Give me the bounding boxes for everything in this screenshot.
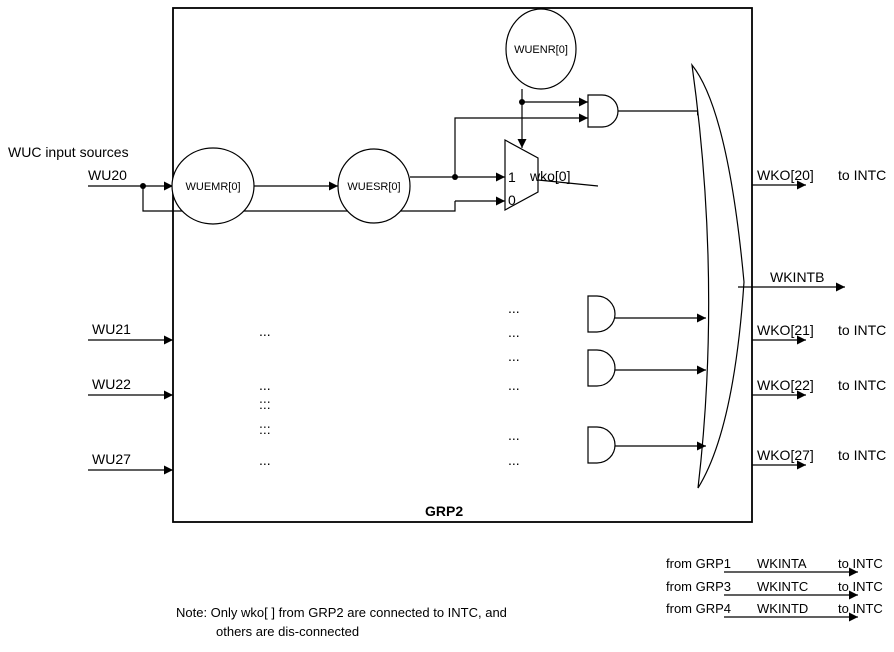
wkintd-label: WKINTD: [757, 601, 808, 616]
grp3-to-intc-label: to INTC: [838, 579, 883, 594]
wu21-label: WU21: [92, 321, 131, 337]
grp1-to-intc-label: to INTC: [838, 556, 883, 571]
grp2-label: GRP2: [425, 503, 463, 519]
wuesr-register: [337, 148, 411, 224]
wko21-label: WKO[21]: [757, 322, 814, 338]
mux-input-0-label: 0: [508, 192, 516, 208]
wko20-to-intc-label: to INTC: [838, 167, 886, 183]
ellipsis-wu22-left: ...: [259, 377, 271, 393]
wuesr-label: WUESR[0]: [347, 181, 400, 193]
wu22-label: WU22: [92, 376, 131, 392]
note-line-2: others are dis-connected: [216, 624, 359, 639]
wkinta-label: WKINTA: [757, 556, 807, 571]
ellipsis-right-3: ...: [508, 348, 520, 364]
wko20-label: WKO[20]: [757, 167, 814, 183]
and-gate-wko20: [587, 94, 619, 128]
vdots-left-1: :::: [259, 396, 271, 412]
wkintb-label: WKINTB: [770, 269, 824, 285]
wko27-label: WKO[27]: [757, 447, 814, 463]
wko22-label: WKO[22]: [757, 377, 814, 393]
wu20-bypass-wire: [142, 186, 456, 212]
ellipsis-right-2: ...: [508, 324, 520, 340]
grp4-to-intc-label: to INTC: [838, 601, 883, 616]
wko27-to-intc-label: to INTC: [838, 447, 886, 463]
mux-output-wire: [537, 179, 599, 187]
wuenr-register: [505, 8, 577, 90]
vdots-left-2: :::: [259, 421, 271, 437]
ellipsis-right-5: ...: [508, 427, 520, 443]
mux-output-label: wko[0]: [529, 168, 570, 184]
ellipsis-right-6: ...: [508, 452, 520, 468]
grp2-block: [172, 7, 753, 523]
note-line-1: Note: Only wko[ ] from GRP2 are connecte…: [176, 605, 507, 620]
from-grp1-label: from GRP1: [666, 556, 731, 571]
wuesr-to-and-wire: [454, 113, 588, 177]
ellipsis-wu21-left: ...: [259, 323, 271, 339]
and-gate-wko27: [587, 426, 616, 464]
or-gate: [691, 62, 745, 489]
wu20-label: WU20: [88, 167, 127, 183]
ellipsis-wu27-left: ...: [259, 452, 271, 468]
wuc-input-sources-label: WUC input sources: [8, 144, 129, 160]
wu27-label: WU27: [92, 451, 131, 467]
wko22-to-intc-label: to INTC: [838, 377, 886, 393]
and-gate-wko21: [587, 295, 616, 333]
ellipsis-right-1: ...: [508, 300, 520, 316]
mux-input-1-label: 1: [508, 169, 516, 185]
from-grp3-label: from GRP3: [666, 579, 731, 594]
wuemr-label: WUEMR[0]: [186, 181, 241, 193]
wko-mux: [504, 138, 539, 212]
wkintc-label: WKINTC: [757, 579, 808, 594]
from-grp4-label: from GRP4: [666, 601, 731, 616]
and-gate-wko22: [587, 349, 616, 387]
ellipsis-right-4: ...: [508, 377, 520, 393]
wko21-to-intc-label: to INTC: [838, 322, 886, 338]
wuenr-label: WUENR[0]: [514, 44, 568, 56]
